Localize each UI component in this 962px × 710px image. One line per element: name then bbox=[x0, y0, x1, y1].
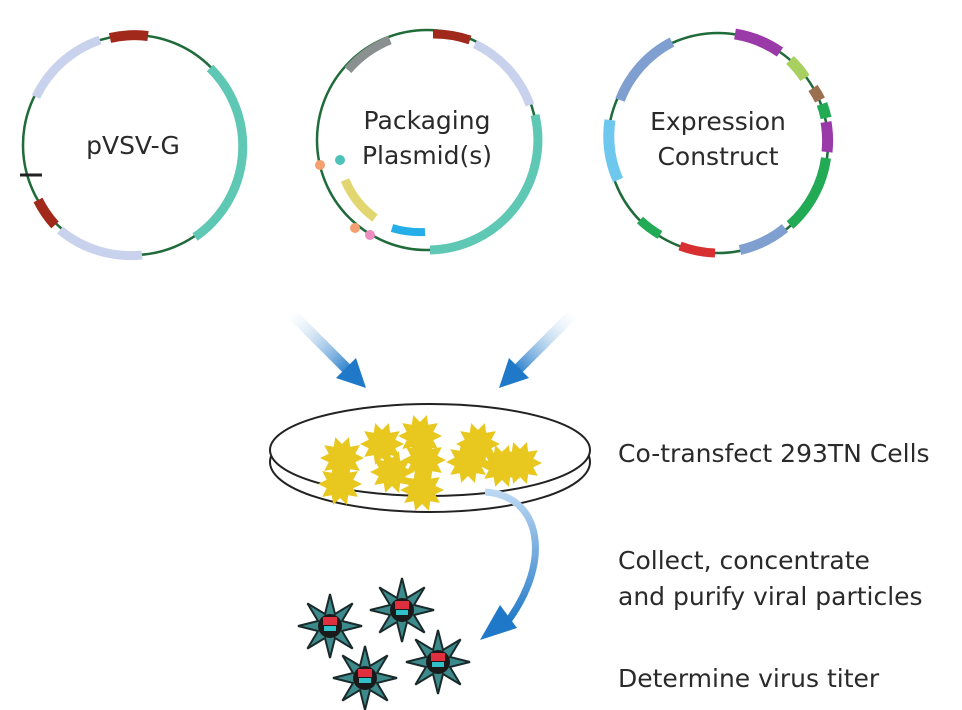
petri-dish bbox=[269, 403, 591, 513]
cell-cluster bbox=[318, 415, 542, 511]
cell bbox=[498, 442, 542, 484]
gene-segment bbox=[31, 35, 102, 99]
gene-segment bbox=[192, 64, 248, 241]
plasmid-label-pvsvg: pVSV-G bbox=[86, 131, 180, 160]
gene-segment bbox=[678, 241, 716, 258]
gene-segment bbox=[816, 102, 832, 120]
gene-segment bbox=[603, 119, 624, 183]
gene-segment bbox=[344, 35, 392, 74]
step-text-line: Co-transfect 293TN Cells bbox=[618, 439, 930, 468]
step-text-line: Collect, concentrate bbox=[618, 546, 870, 575]
gene-segment bbox=[786, 56, 810, 82]
plasmid-label-packaging-line1: Packaging bbox=[364, 106, 491, 135]
cell bbox=[400, 469, 444, 511]
cell bbox=[446, 441, 490, 483]
step-cotransfect: Co-transfect 293TN Cells bbox=[618, 436, 930, 472]
cell bbox=[402, 439, 446, 481]
step-text-line: Determine virus titer bbox=[618, 664, 880, 693]
cell bbox=[320, 437, 364, 479]
gene-segment bbox=[432, 29, 472, 45]
step-text-line: and purify viral particles bbox=[618, 582, 923, 611]
gene-segment bbox=[738, 224, 789, 255]
plasmid-packaging: Packaging Plasmid(s) bbox=[315, 28, 543, 255]
feature-marker bbox=[335, 155, 345, 165]
gene-segment bbox=[108, 30, 149, 43]
plasmid-pvsvg: pVSV-G bbox=[20, 30, 248, 261]
virus-particle bbox=[405, 629, 471, 695]
gene-segment bbox=[472, 39, 535, 107]
cell bbox=[318, 463, 362, 505]
feature-marker bbox=[315, 160, 325, 170]
gene-segment bbox=[808, 84, 825, 103]
arrow-left-to-dish bbox=[286, 308, 366, 388]
gene-segment bbox=[615, 37, 675, 102]
gene-segment bbox=[390, 224, 426, 237]
cell bbox=[360, 423, 404, 465]
gene-segment bbox=[429, 113, 543, 255]
virus-particle bbox=[297, 593, 363, 659]
step-titer: Determine virus titer bbox=[618, 661, 879, 697]
feature-marker bbox=[365, 230, 375, 240]
plasmid-label-expression-line2: Construct bbox=[657, 142, 778, 171]
plasmid-label-packaging-line2: Plasmid(s) bbox=[362, 141, 492, 170]
gene-segment bbox=[340, 178, 378, 222]
gene-segment bbox=[733, 28, 784, 57]
plasmid-expression-construct: Expression Construct bbox=[603, 28, 834, 258]
feature-marker bbox=[350, 223, 360, 233]
gene-segment bbox=[786, 157, 831, 229]
gene-segment bbox=[57, 226, 143, 261]
step-collect-purify: Collect, concentrate and purify viral pa… bbox=[618, 543, 923, 615]
arrow-right-to-dish bbox=[499, 308, 579, 388]
curved-arrow-to-viruses bbox=[480, 488, 539, 640]
gene-segment bbox=[33, 197, 59, 229]
viral-particles bbox=[297, 577, 471, 710]
plasmid-label-expression-line1: Expression bbox=[650, 107, 786, 136]
virus-particle bbox=[332, 645, 398, 710]
gene-segment bbox=[636, 216, 663, 239]
virus-particle bbox=[369, 577, 435, 643]
cell bbox=[370, 451, 414, 493]
gene-segment bbox=[820, 121, 834, 153]
